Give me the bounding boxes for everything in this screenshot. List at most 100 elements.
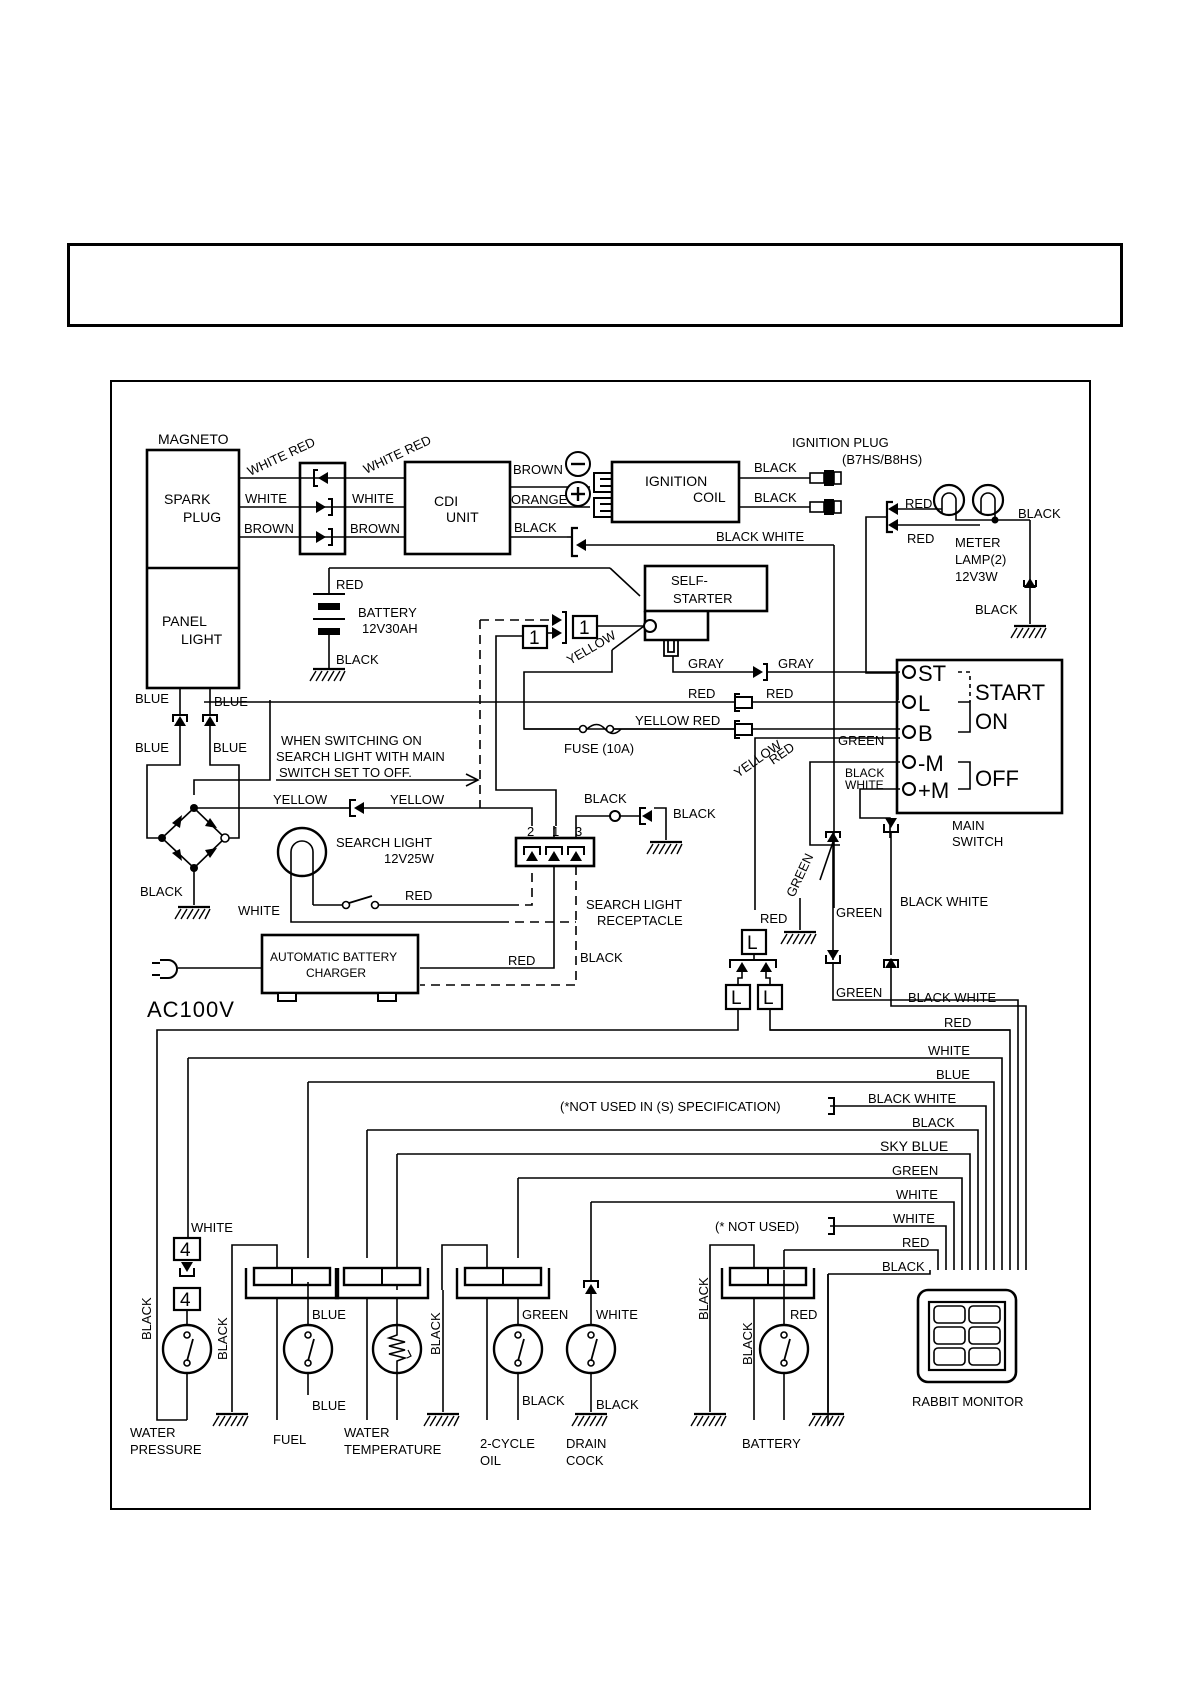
connector-1: 1 1 — [521, 611, 644, 650]
wire-label-white-drain: WHITE — [596, 1307, 638, 1322]
wire-label-black-batt-2: BLACK — [740, 1322, 755, 1365]
sensor-fuel — [211, 1244, 340, 1428]
wire-label-brown-2: BROWN — [350, 521, 400, 536]
wire-label-black-white-top: BLACK WHITE — [716, 529, 804, 544]
wire-label-blue-3: BLUE — [135, 740, 169, 755]
battery-charger: AUTOMATIC BATTERY CHARGER — [152, 933, 420, 1002]
pin-3: 3 — [575, 824, 582, 839]
battery — [308, 567, 641, 683]
rabbit-monitor-label: RABBIT MONITOR — [912, 1394, 1023, 1409]
wire-label-yellow-red-1: YELLOW RED — [635, 713, 720, 728]
sensor-label-battery: BATTERY — [742, 1436, 801, 1451]
wire-label-blue-4: BLUE — [213, 740, 247, 755]
pin-1: 1 — [552, 824, 559, 839]
ac-supply-label: AC100V — [147, 997, 235, 1022]
search-light — [276, 826, 577, 986]
cdi-label-2: UNIT — [446, 509, 479, 525]
main-switch-terminal-minus-m: -M — [918, 751, 944, 776]
wire-label-red-search: RED — [405, 888, 432, 903]
wire-label-green-switch: GREEN — [838, 733, 884, 748]
note-line-1: WHEN SWITCHING ON — [281, 733, 422, 748]
wire-label-black-temp: BLACK — [428, 1312, 443, 1355]
wire-label-white-1: WHITE — [245, 491, 287, 506]
magneto-connector — [298, 461, 347, 556]
connector-l: L L L — [724, 928, 784, 1011]
harness — [187, 1029, 1010, 1425]
diagram-frame — [110, 380, 1091, 1510]
harness-label-black-2: BLACK — [882, 1259, 925, 1274]
wire-label-yellow-1: YELLOW — [273, 792, 328, 807]
wire-label-black-ground: BLACK — [975, 602, 1018, 617]
wire-label-white-split: WHITE — [845, 778, 884, 792]
wire-label-red-charger: RED — [508, 953, 535, 968]
ignition-plug-label-2: (B7HS/B8HS) — [842, 452, 922, 467]
main-switch-position-start: START — [975, 680, 1045, 705]
wire-label-black-lamp: BLACK — [1018, 506, 1061, 521]
main-switch-terminal-b: B — [918, 721, 933, 746]
sensor-label-water-temp-1: WATER — [344, 1425, 390, 1440]
wire-label-white-pressure: WHITE — [191, 1220, 233, 1235]
wire-label-black-pressure-2: BLACK — [215, 1317, 230, 1360]
harness-label-white-1: WHITE — [928, 1043, 970, 1058]
wire-label-brown-3: BROWN — [513, 462, 563, 477]
magneto: MAGNETO SPARK PLUG PANEL LIGHT — [145, 431, 241, 690]
self-starter-label-2: STARTER — [673, 591, 732, 606]
search-light-receptacle: 2 1 3 — [514, 815, 610, 868]
connector-l-label-a: L — [747, 933, 758, 954]
main-switch-position-on: ON — [975, 709, 1008, 734]
wire-label-yellow-2: YELLOW — [390, 792, 445, 807]
connector-4-label-b: 4 — [180, 1290, 191, 1311]
main-switch-position-off: OFF — [975, 766, 1019, 791]
wire-label-red-battery: RED — [336, 577, 363, 592]
wire-label-orange: ORANGE — [511, 492, 568, 507]
battery-label-2: 12V30AH — [362, 621, 418, 636]
wire-label-black-ground-recept: BLACK — [673, 806, 716, 821]
ignition-coil-label-2: COIL — [693, 489, 726, 505]
main-switch: ST L B -M +M START ON OFF MAIN SWITCH — [895, 658, 1064, 849]
wire-label-blue-fuel-2: BLUE — [312, 1398, 346, 1413]
meter-lamp-label-1: METER — [955, 535, 1001, 550]
harness-label-white-3: WHITE — [893, 1211, 935, 1226]
wire-label-blue-2: BLUE — [214, 694, 248, 709]
ac-plug-icon — [152, 959, 178, 979]
sensor-2-cycle-oil — [441, 1244, 551, 1420]
ignition-coil-label-1: IGNITION — [645, 473, 707, 489]
wire-label-brown-1: BROWN — [244, 521, 294, 536]
sensor-battery — [689, 1244, 846, 1428]
cdi-label-1: CDI — [434, 493, 458, 509]
harness-label-black-1: BLACK — [912, 1115, 955, 1130]
note-not-used: (* NOT USED) — [715, 1219, 799, 1234]
connector-4-label-a: 4 — [180, 1240, 191, 1261]
harness-label-green: GREEN — [892, 1163, 938, 1178]
search-light-label-2: 12V25W — [384, 851, 435, 866]
panel-light-label-2: LIGHT — [181, 631, 223, 647]
cdi-unit: CDI UNIT — [403, 460, 512, 556]
harness-label-red-2: RED — [902, 1235, 929, 1250]
main-switch-terminal-plus-m: +M — [918, 778, 949, 803]
wire-label-black-pressure-1: BLACK — [139, 1297, 154, 1340]
wire-label-white-red-2: WHITE RED — [361, 432, 433, 476]
wire-label-red-main-1: RED — [688, 686, 715, 701]
harness-label-sky-blue: SKY BLUE — [880, 1138, 948, 1154]
search-light-label-1: SEARCH LIGHT — [336, 835, 432, 850]
wire-label-white-search: WHITE — [238, 903, 280, 918]
battery-label-1: BATTERY — [358, 605, 417, 620]
connector-1-label-b: 1 — [579, 618, 590, 639]
title-box — [67, 243, 1123, 327]
connector-l-label-b: L — [731, 988, 742, 1009]
sensor-label-oil-2: OIL — [480, 1453, 501, 1468]
wire-label-green-diag: GREEN — [783, 851, 816, 899]
main-switch-terminal-st: ST — [918, 661, 946, 686]
sensor-label-oil-1: 2-CYCLE — [480, 1436, 535, 1451]
spark-plug-label-1: SPARK — [164, 491, 211, 507]
wire-label-black-split: BLACK — [845, 766, 884, 780]
wire-label-black-white-mid: BLACK WHITE — [900, 894, 988, 909]
sensor-label-drain-2: COCK — [566, 1453, 604, 1468]
main-switch-label-2: SWITCH — [952, 834, 1003, 849]
sensor-label-fuel: FUEL — [273, 1432, 306, 1447]
panel-light-label-1: PANEL — [162, 613, 207, 629]
meter-lamp-label-3: 12V3W — [955, 569, 998, 584]
wire-label-black-oil: BLACK — [522, 1393, 565, 1408]
main-switch-terminal-l: L — [918, 691, 930, 716]
wire-label-red-l: RED — [760, 911, 787, 926]
